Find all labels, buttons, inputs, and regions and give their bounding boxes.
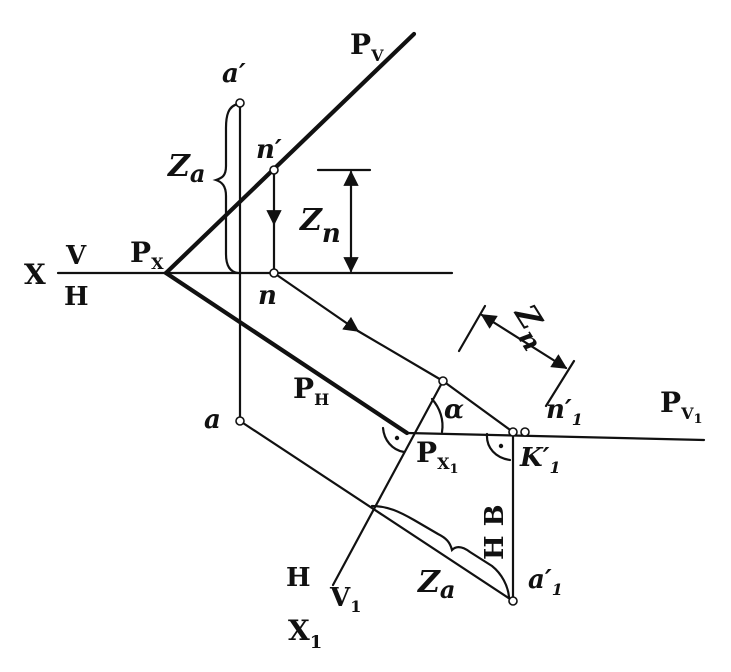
label-px1: PX1 bbox=[416, 436, 459, 477]
zn-right-dim-line bbox=[480, 313, 568, 370]
label-k1-prime-sub: 1 bbox=[549, 458, 560, 477]
label-n1-prime: n′1 bbox=[546, 395, 583, 429]
label-px: PX bbox=[130, 236, 164, 273]
label-n-prime: n′ bbox=[256, 135, 282, 165]
right-angle-dot-px1 bbox=[394, 435, 400, 441]
right-angle-mark-k1 bbox=[485, 432, 512, 462]
label-n1-prime-sub: 1 bbox=[572, 410, 583, 429]
label-n1-prime-main: n′ bbox=[546, 395, 572, 425]
label-pv-sub: V bbox=[370, 46, 384, 65]
label-n: n bbox=[258, 281, 277, 311]
label-hb: H B bbox=[480, 504, 510, 560]
point-on-x1 bbox=[438, 376, 448, 386]
label-ph-main: P bbox=[293, 372, 314, 405]
label-zn-left-main: Z bbox=[299, 203, 323, 238]
label-a-prime: a′ bbox=[222, 59, 246, 89]
label-a1-prime-main: a′ bbox=[528, 565, 552, 595]
trace-pv1-line bbox=[405, 431, 706, 442]
right-angle-mark-px1 bbox=[381, 426, 406, 454]
label-a: a bbox=[204, 405, 221, 435]
point-a bbox=[235, 416, 245, 426]
label-zn-right: Zn bbox=[499, 298, 558, 357]
label-za-bottom-main: Z bbox=[417, 565, 441, 600]
label-h: H bbox=[64, 282, 89, 312]
line-a-to-a1-prime bbox=[238, 419, 515, 603]
point-a-prime bbox=[235, 98, 245, 108]
right-angle-dot-k1 bbox=[498, 443, 504, 449]
alpha-angle-arc bbox=[430, 397, 444, 434]
axis-x1-line bbox=[331, 379, 445, 587]
label-pv1-sub2: 1 bbox=[693, 412, 702, 427]
label-pv: PV bbox=[350, 28, 384, 65]
label-x1-sub: 1 bbox=[310, 632, 323, 653]
label-zn-left-sub: n bbox=[322, 219, 341, 249]
label-za-top: Za bbox=[167, 149, 205, 188]
label-za-bottom: Za bbox=[417, 565, 455, 604]
label-px-main: P bbox=[130, 236, 151, 269]
label-zn-left: Zn bbox=[299, 203, 341, 249]
trace-ph-line bbox=[163, 270, 410, 436]
label-ph: PH bbox=[293, 372, 329, 409]
label-pv1: PV1 bbox=[660, 386, 703, 427]
label-h-lower: H bbox=[286, 563, 311, 593]
point-n1-prime bbox=[520, 427, 530, 437]
za-bottom-brace bbox=[370, 504, 511, 599]
label-pv1-sub: V bbox=[680, 404, 694, 423]
label-x1-main: X bbox=[288, 614, 310, 647]
label-k1-prime-main: K′ bbox=[519, 443, 550, 473]
label-za-bottom-sub: a bbox=[440, 575, 456, 604]
label-px1-main: P bbox=[416, 436, 437, 469]
line-point-to-k1 bbox=[441, 379, 515, 434]
zn-right-tick-bottom bbox=[544, 359, 576, 408]
label-ph-sub: H bbox=[314, 390, 329, 409]
label-za-top-sub: a bbox=[190, 159, 206, 188]
point-k1-prime bbox=[508, 427, 518, 437]
label-v1-sub: 1 bbox=[350, 597, 361, 616]
label-pv-main: P bbox=[350, 28, 371, 61]
label-alpha: α bbox=[444, 395, 464, 425]
label-za-top-main: Z bbox=[167, 149, 191, 184]
label-x1: X1 bbox=[288, 614, 322, 653]
label-x: X bbox=[24, 258, 46, 291]
za-top-brace bbox=[212, 102, 240, 275]
label-v1: V1 bbox=[329, 583, 361, 616]
line-n-to-x1-2 bbox=[356, 329, 445, 383]
trace-pv-line bbox=[163, 31, 417, 276]
label-px-sub: X bbox=[151, 254, 164, 273]
label-px1-sub2: 1 bbox=[449, 462, 458, 477]
label-v: V bbox=[65, 241, 87, 271]
line-n-to-x1 bbox=[272, 271, 360, 333]
point-n-prime bbox=[269, 165, 279, 175]
zn-right-tick-top bbox=[457, 304, 487, 353]
point-n bbox=[269, 268, 279, 278]
label-a1-prime: a′1 bbox=[528, 565, 563, 599]
label-pv1-main: P bbox=[660, 386, 681, 419]
label-px1-sub: X bbox=[437, 454, 450, 473]
label-k1-prime: K′1 bbox=[519, 443, 561, 477]
point-a1-prime bbox=[508, 596, 518, 606]
label-v1-main: V bbox=[329, 583, 351, 613]
label-a1-prime-sub: 1 bbox=[552, 580, 563, 599]
